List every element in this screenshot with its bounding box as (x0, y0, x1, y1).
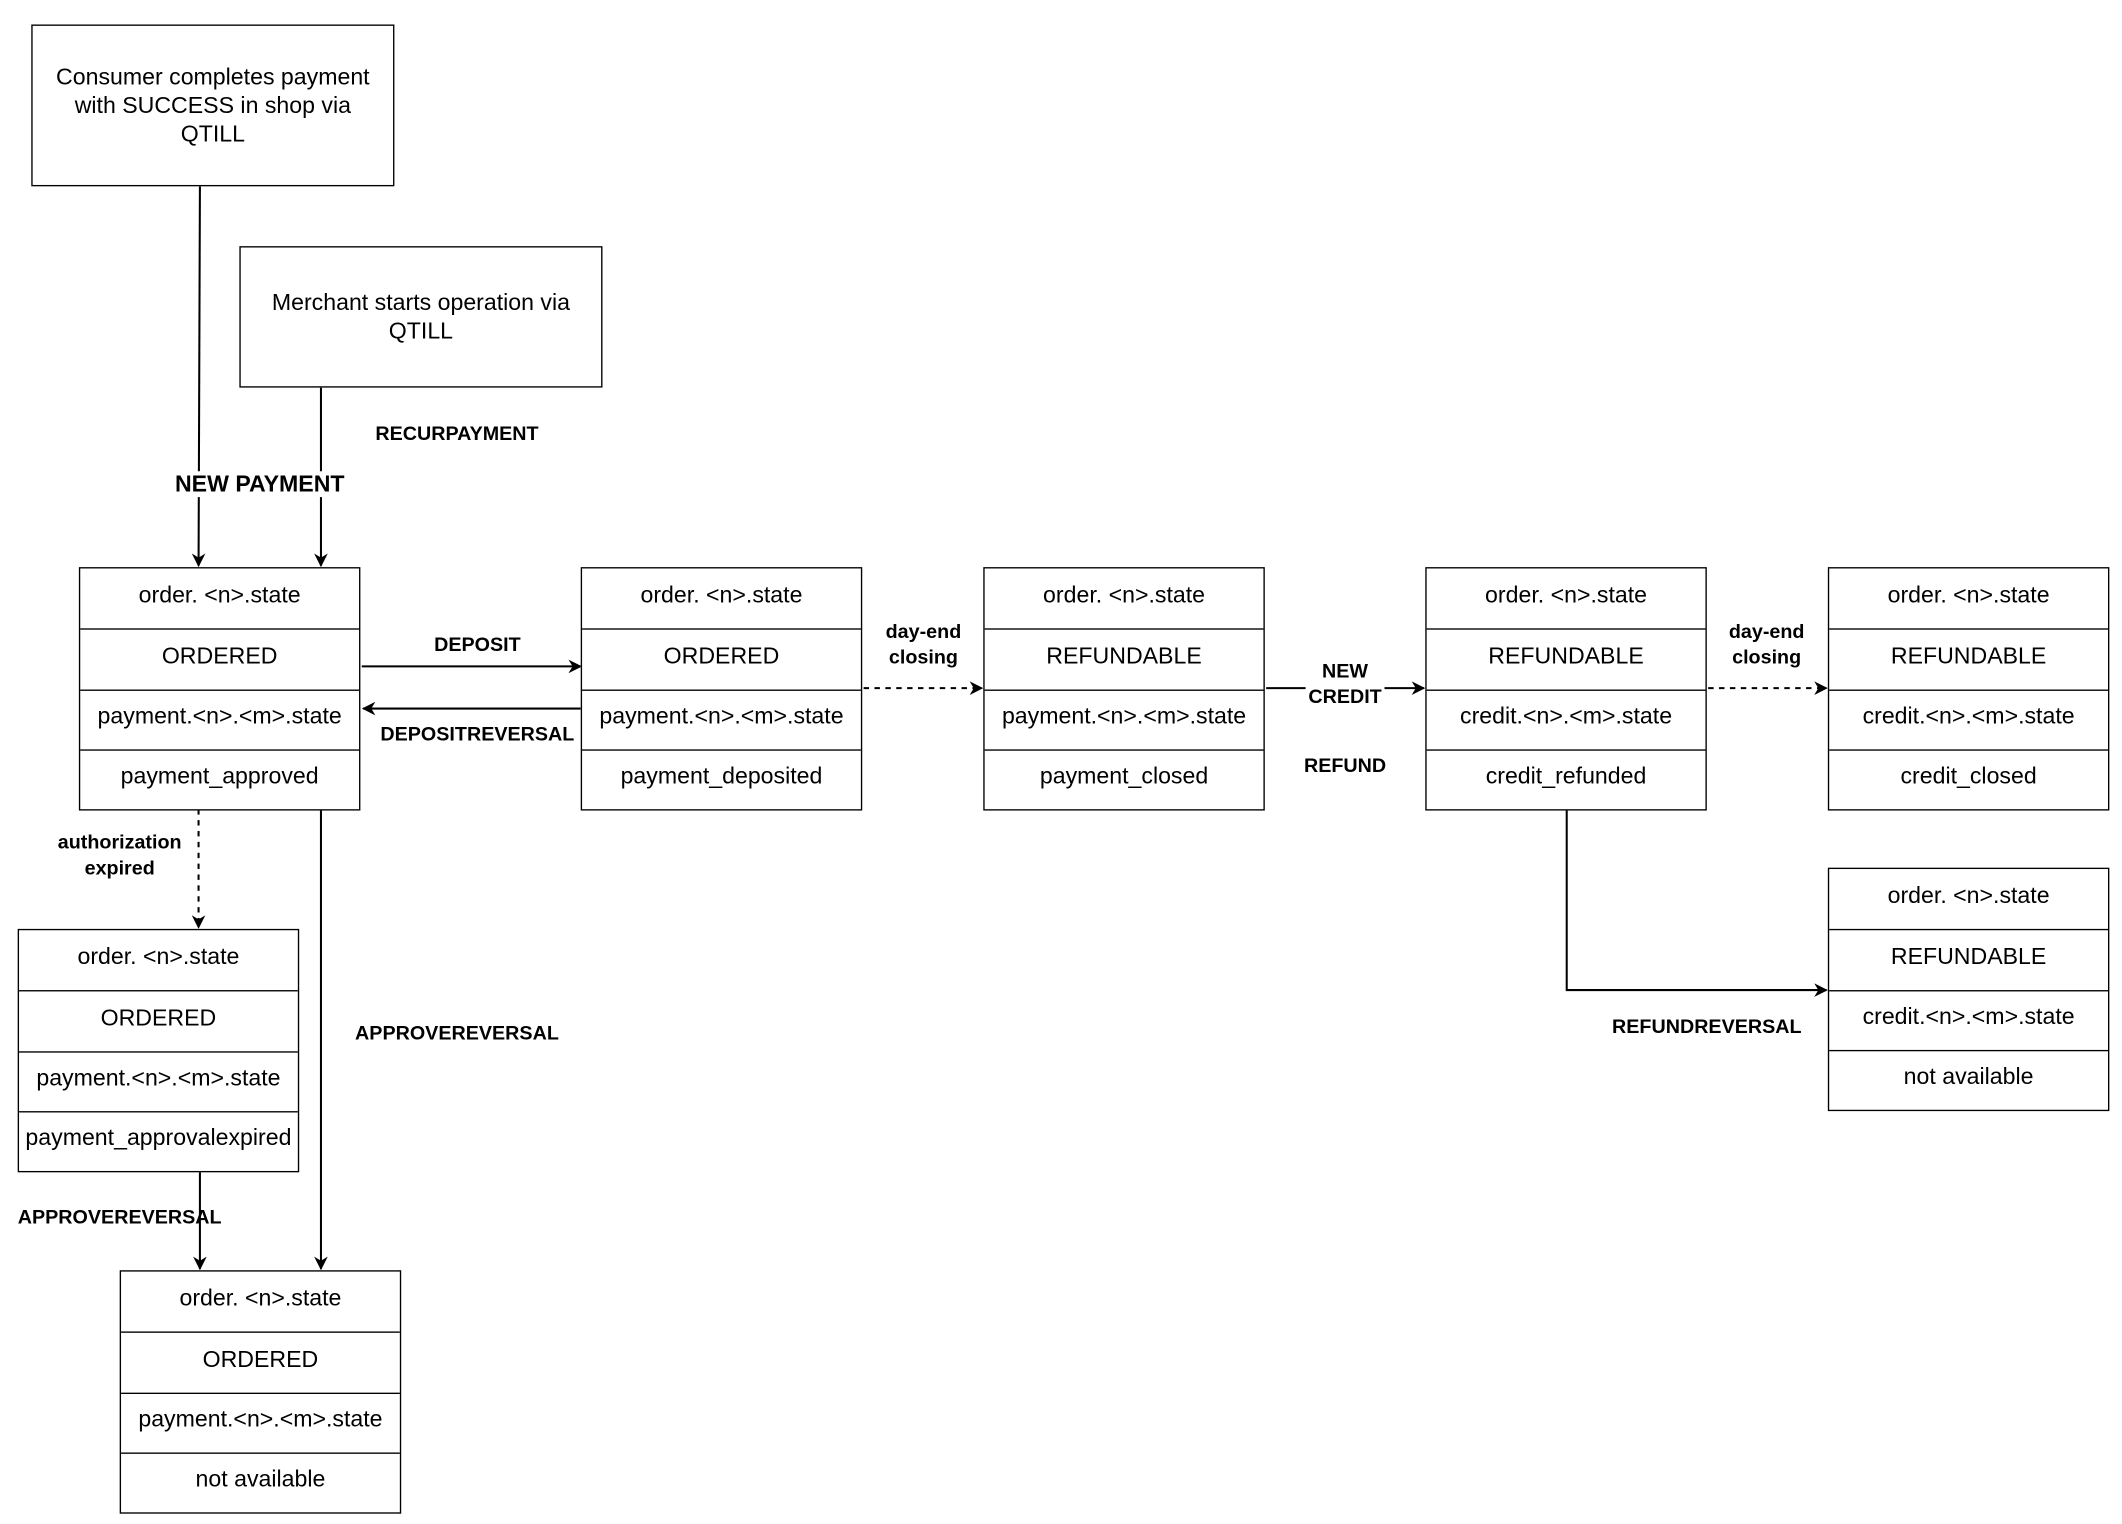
order-state-header: order. <n>.state (1043, 582, 1206, 609)
item-state-value: payment_deposited (620, 763, 823, 790)
order-state-value-cell: ORDERED (19, 990, 298, 1050)
item-state-header: payment.<n>.<m>.state (138, 1406, 383, 1433)
order-state-header-cell: order. <n>.state (582, 568, 861, 628)
order-state-value-cell: REFUNDABLE (1829, 628, 2108, 689)
item-state-value: payment_closed (1039, 763, 1209, 790)
order-state-header: order. <n>.state (179, 1285, 342, 1312)
item-state-header-cell: credit.<n>.<m>.state (1426, 688, 1706, 749)
order-state-value-cell: ORDERED (80, 628, 360, 689)
label-day-end-closing-1: day-end closing (882, 620, 964, 672)
merchant-start-box: Merchant starts operation via QTILL (239, 246, 603, 388)
order-state-value-cell: ORDERED (582, 628, 861, 689)
item-state-value: not available (195, 1466, 326, 1493)
item-state-value-cell: credit_refunded (1426, 749, 1706, 809)
order-state-header-cell: order. <n>.state (80, 568, 359, 628)
label-recurpayment: RECURPAYMENT (372, 422, 542, 449)
item-state-value-cell: payment_approvalexpired (19, 1110, 298, 1171)
order-state-header-cell: order. <n>.state (1427, 568, 1706, 628)
item-state-value: payment_approved (120, 763, 319, 790)
merchant-start-text: Merchant starts operation via QTILL (271, 289, 570, 345)
order-state-value-cell: REFUNDABLE (984, 628, 1264, 689)
item-state-header-cell: credit.<n>.<m>.state (1829, 688, 2108, 749)
item-state-value: credit_refunded (1485, 763, 1647, 790)
item-state-header: credit.<n>.<m>.state (1862, 703, 2075, 730)
order-state-header-cell: order. <n>.state (19, 930, 298, 990)
label-new-payment: NEW PAYMENT (172, 471, 348, 498)
label-approvereversal-main: APPROVEREVERSAL (352, 1022, 562, 1048)
arrow-consumer-new-payment (191, 186, 206, 568)
item-state-header: credit.<n>.<m>.state (1460, 703, 1673, 730)
order-state-value: ORDERED (202, 1346, 319, 1373)
order-state-value: ORDERED (663, 643, 780, 669)
order-state-header: order. <n>.state (1887, 582, 2050, 609)
item-state-value: credit_closed (1900, 763, 2037, 790)
item-state-header: payment.<n>.<m>.state (97, 703, 342, 730)
label-authorization-expired: authorization expired (55, 830, 185, 883)
consumer-start-box: Consumer completes payment with SUCCESS … (31, 24, 395, 187)
order-state-header-cell: order. <n>.state (121, 1272, 400, 1332)
order-state-header: order. <n>.state (640, 582, 803, 609)
order-state-header-cell: order. <n>.state (1829, 568, 2108, 628)
order-state-value: REFUNDABLE (1488, 643, 1644, 669)
item-state-header: payment.<n>.<m>.state (1001, 703, 1247, 730)
order-state-value: REFUNDABLE (1890, 943, 2047, 970)
item-state-header-cell: payment.<n>.<m>.state (121, 1391, 400, 1452)
order-state-value-cell: REFUNDABLE (1829, 929, 2108, 989)
order-state-header: order. <n>.state (77, 944, 240, 970)
order-state-header: order. <n>.state (138, 582, 301, 609)
item-state-header-cell: credit.<n>.<m>.state (1829, 989, 2108, 1049)
item-state-header-cell: payment.<n>.<m>.state (582, 688, 861, 749)
item-state-value-cell: payment_closed (984, 749, 1264, 809)
order-state-header: order. <n>.state (1485, 582, 1648, 609)
item-state-value: payment_approvalexpired (25, 1125, 292, 1152)
order-state-value-cell: ORDERED (121, 1331, 400, 1392)
label-depositreversal: DEPOSITREVERSAL (377, 722, 578, 749)
order-state-value: ORDERED (161, 643, 278, 669)
order-state-value: REFUNDABLE (1890, 643, 2047, 669)
arrow-refundreversal (1565, 809, 1828, 997)
order-state-header-cell: order. <n>.state (1829, 869, 2108, 929)
label-day-end-closing-2: day-end closing (1726, 620, 1808, 672)
item-state-value-cell: payment_approved (80, 749, 360, 809)
item-state-header-cell: payment.<n>.<m>.state (984, 688, 1264, 749)
item-state-header: credit.<n>.<m>.state (1862, 1003, 2075, 1030)
label-new-credit: NEW CREDIT (1305, 659, 1385, 712)
order-state-value: ORDERED (100, 1004, 217, 1031)
label-refundreversal: REFUNDREVERSAL (1609, 1015, 1805, 1042)
item-state-header-cell: payment.<n>.<m>.state (19, 1050, 298, 1111)
order-state-value: REFUNDABLE (1046, 643, 1202, 669)
item-state-value: not available (1903, 1064, 2034, 1090)
item-state-header: payment.<n>.<m>.state (36, 1065, 281, 1091)
order-state-header: order. <n>.state (1887, 882, 2050, 909)
order-state-header-cell: order. <n>.state (985, 568, 1264, 628)
item-state-value-cell: credit_closed (1829, 749, 2108, 809)
item-state-header-cell: payment.<n>.<m>.state (80, 688, 360, 749)
item-state-value-cell: not available (1829, 1049, 2108, 1110)
item-state-value-cell: payment_deposited (582, 749, 861, 809)
item-state-header: payment.<n>.<m>.state (599, 703, 844, 730)
label-approvereversal-expired: APPROVEREVERSAL (17, 1207, 222, 1229)
label-refund: REFUND (1301, 754, 1389, 780)
order-state-value-cell: REFUNDABLE (1426, 628, 1706, 689)
consumer-start-text: Consumer completes payment with SUCCESS … (56, 63, 370, 147)
item-state-value-cell: not available (121, 1452, 400, 1512)
label-deposit: DEPOSIT (431, 633, 524, 659)
